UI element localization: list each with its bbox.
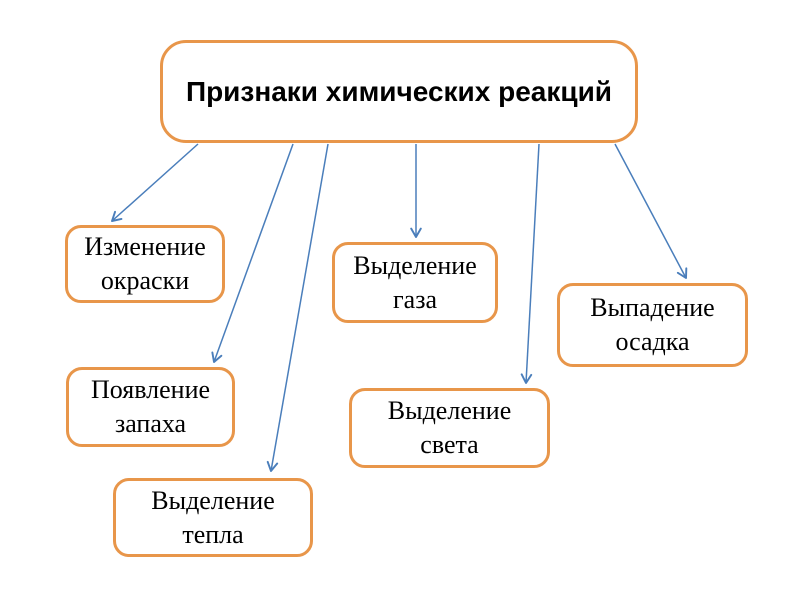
node-label-line: окраски — [100, 266, 190, 295]
node-label-line: запаха — [114, 409, 187, 438]
node-odor: Появление запаха — [66, 367, 235, 447]
node-label-line: Выпадение — [590, 293, 715, 323]
title-text: Признаки химических реакций — [185, 75, 613, 107]
node-label-line: Выделение — [387, 396, 512, 426]
node-label-line: Выделение — [353, 250, 477, 280]
arrow-to-heat — [266, 143, 329, 472]
node-color-change: Изменение окраски — [65, 225, 225, 303]
node-label-line: света — [420, 430, 479, 459]
arrow-to-light — [520, 143, 540, 384]
arrow-to-color-change — [111, 143, 199, 222]
node-gas: Выделение газа — [332, 242, 498, 323]
node-label-line: Изменение — [84, 232, 206, 262]
node-label-line: Выделение — [151, 485, 275, 515]
node-label-line: тепла — [182, 519, 244, 549]
node-label-line: осадка — [615, 327, 690, 356]
node-label-line: газа — [392, 284, 437, 314]
node-precipitate: Выпадение осадка — [557, 283, 748, 367]
arrow-to-precipitate — [614, 143, 688, 279]
title-node: Признаки химических реакций — [160, 40, 638, 143]
node-heat: Выделение тепла — [113, 478, 313, 557]
arrow-to-odor — [211, 143, 294, 363]
node-light: Выделение света — [349, 388, 550, 468]
node-label-line: Появление — [90, 375, 211, 405]
